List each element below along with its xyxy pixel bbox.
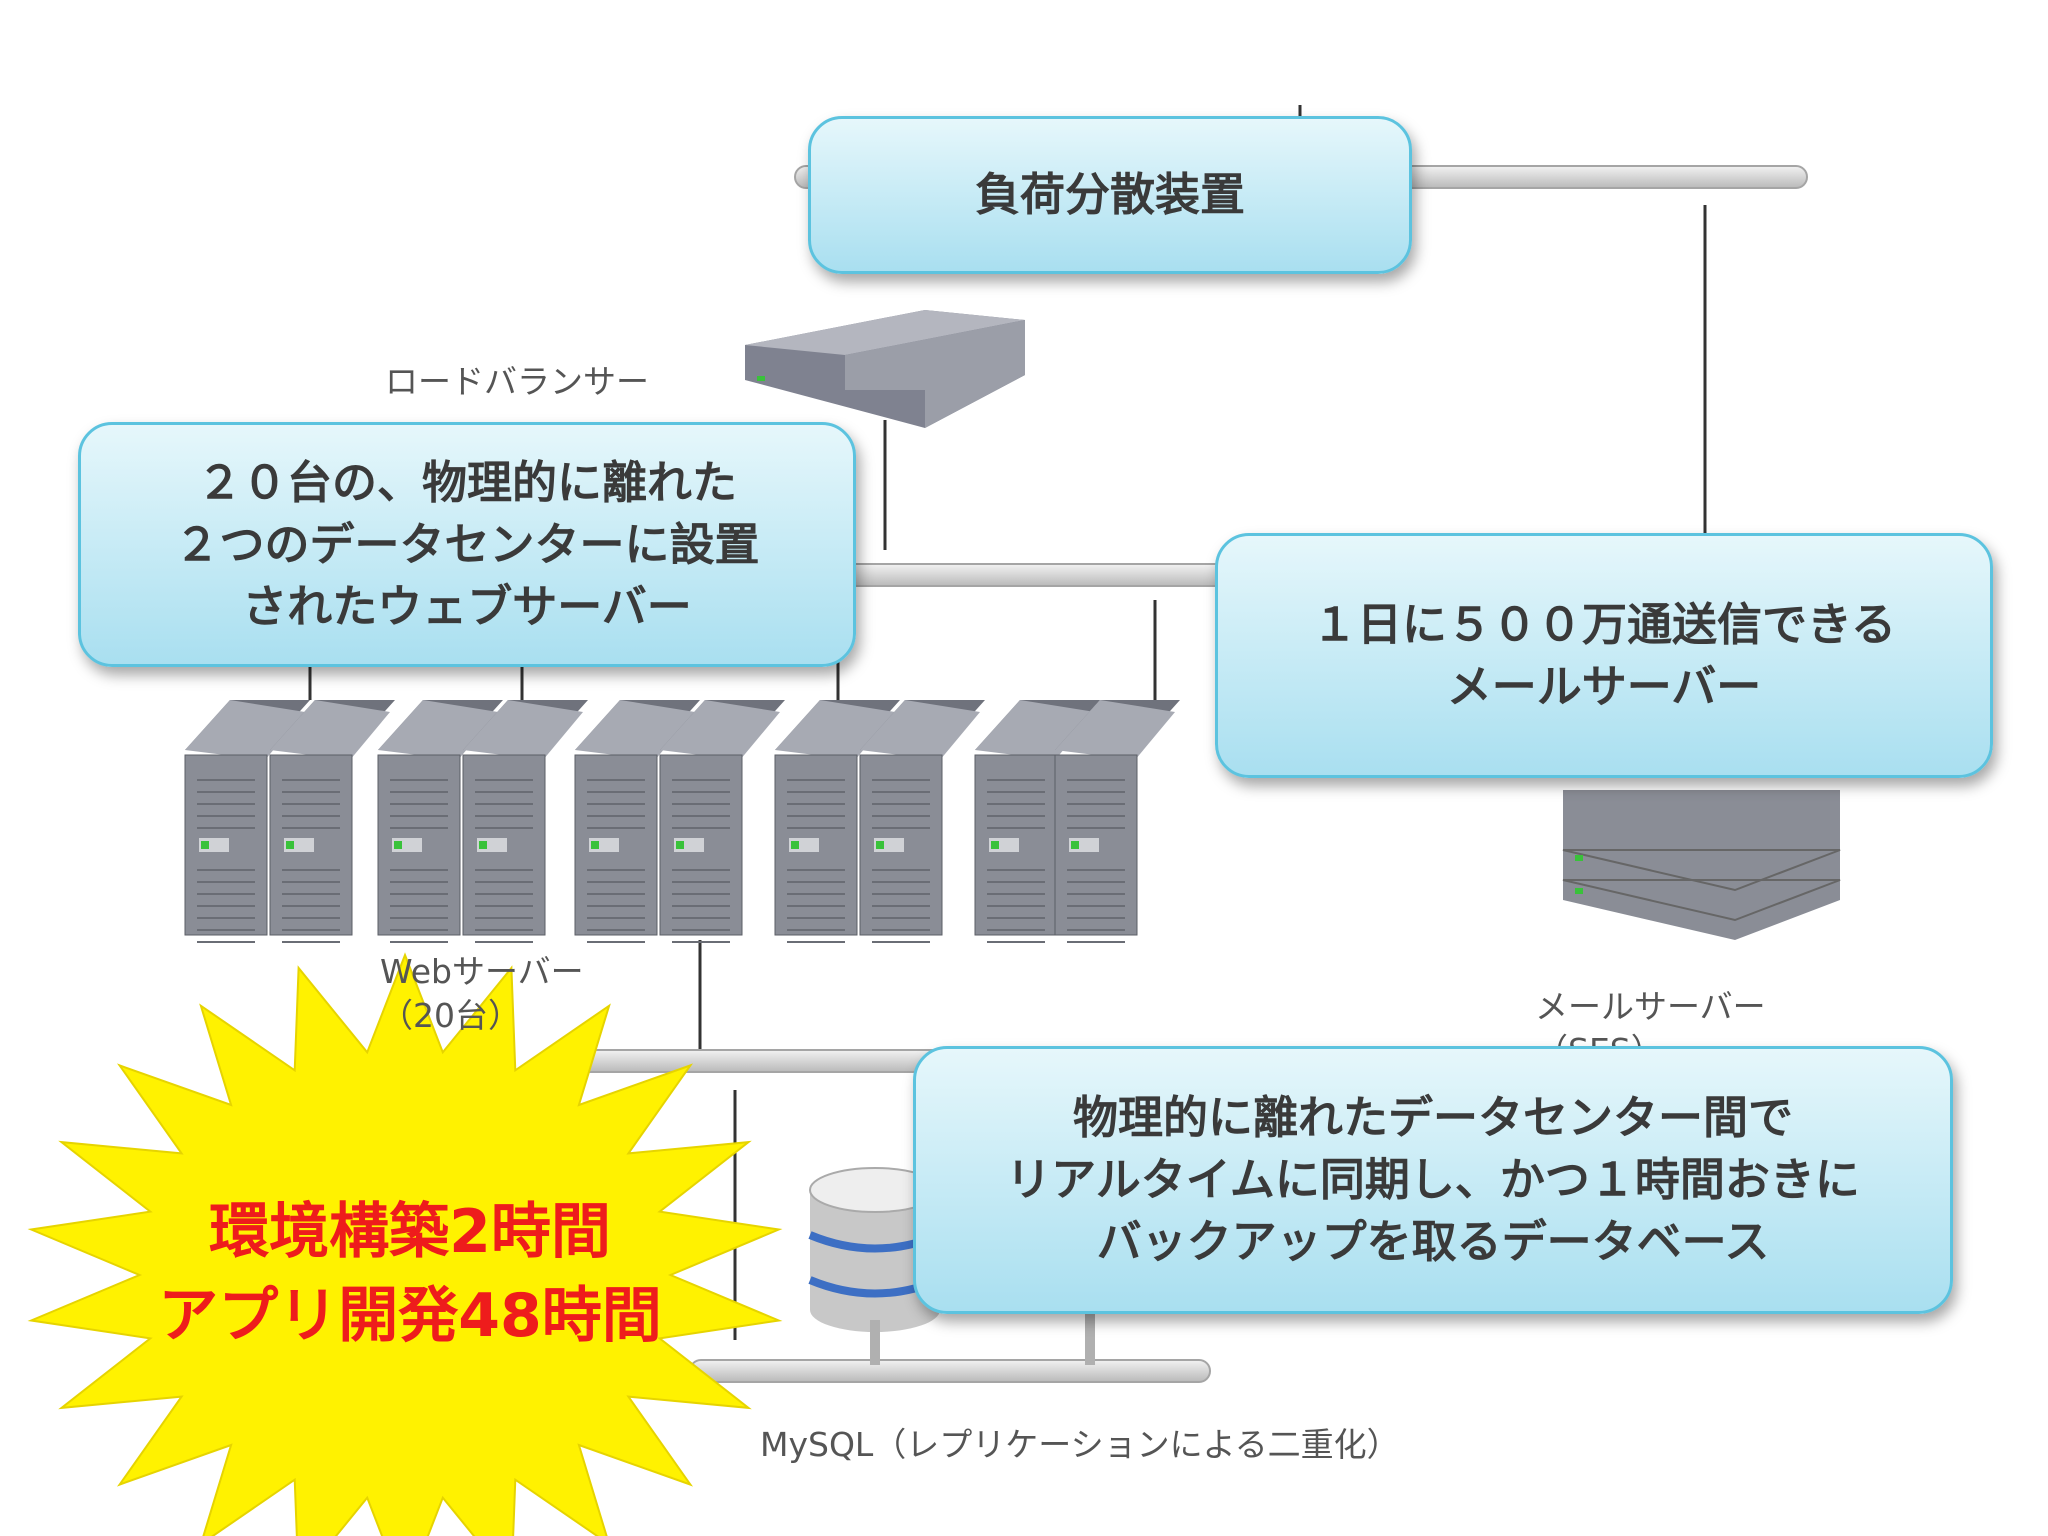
middle-bus (834, 563, 1246, 587)
mysql-label: MySQL（レプリケーションによる二重化） (760, 1425, 1400, 1464)
mail-server-callout: １日に５００万通送信できる メールサーバー (1215, 533, 1993, 778)
database-callout: 物理的に離れたデータセンター間で リアルタイムに同期し、かつ１時間おきに バック… (913, 1046, 1953, 1314)
web-servers-label: Webサーバー （20台） (380, 952, 584, 1035)
web-server-tower (377, 700, 503, 943)
starburst-badge (27, 952, 783, 1536)
starburst-text: 環境構築2時間 アプリ開発48時間 (158, 1197, 662, 1351)
web-server-tower (659, 700, 785, 943)
web-server-tower (1054, 700, 1180, 943)
web-server-tower (184, 700, 310, 943)
db-bus (689, 1359, 1211, 1383)
web-server-tower (574, 700, 700, 943)
web-server-tower (462, 700, 588, 943)
database-cylinder (808, 1167, 1095, 1365)
web-server-tower (774, 700, 900, 943)
load-balancer-label: ロードバランサー (385, 362, 649, 401)
web-servers-callout: ２０台の、物理的に離れた ２つのデータセンターに設置 されたウェブサーバー (78, 422, 856, 667)
load-balancer-device (745, 310, 1025, 428)
web-server-rack (184, 700, 1180, 943)
web-server-tower (859, 700, 985, 943)
load-balancer-callout: 負荷分散装置 (808, 116, 1412, 274)
mail-server-stack (1562, 790, 1841, 940)
web-server-tower (269, 700, 395, 943)
